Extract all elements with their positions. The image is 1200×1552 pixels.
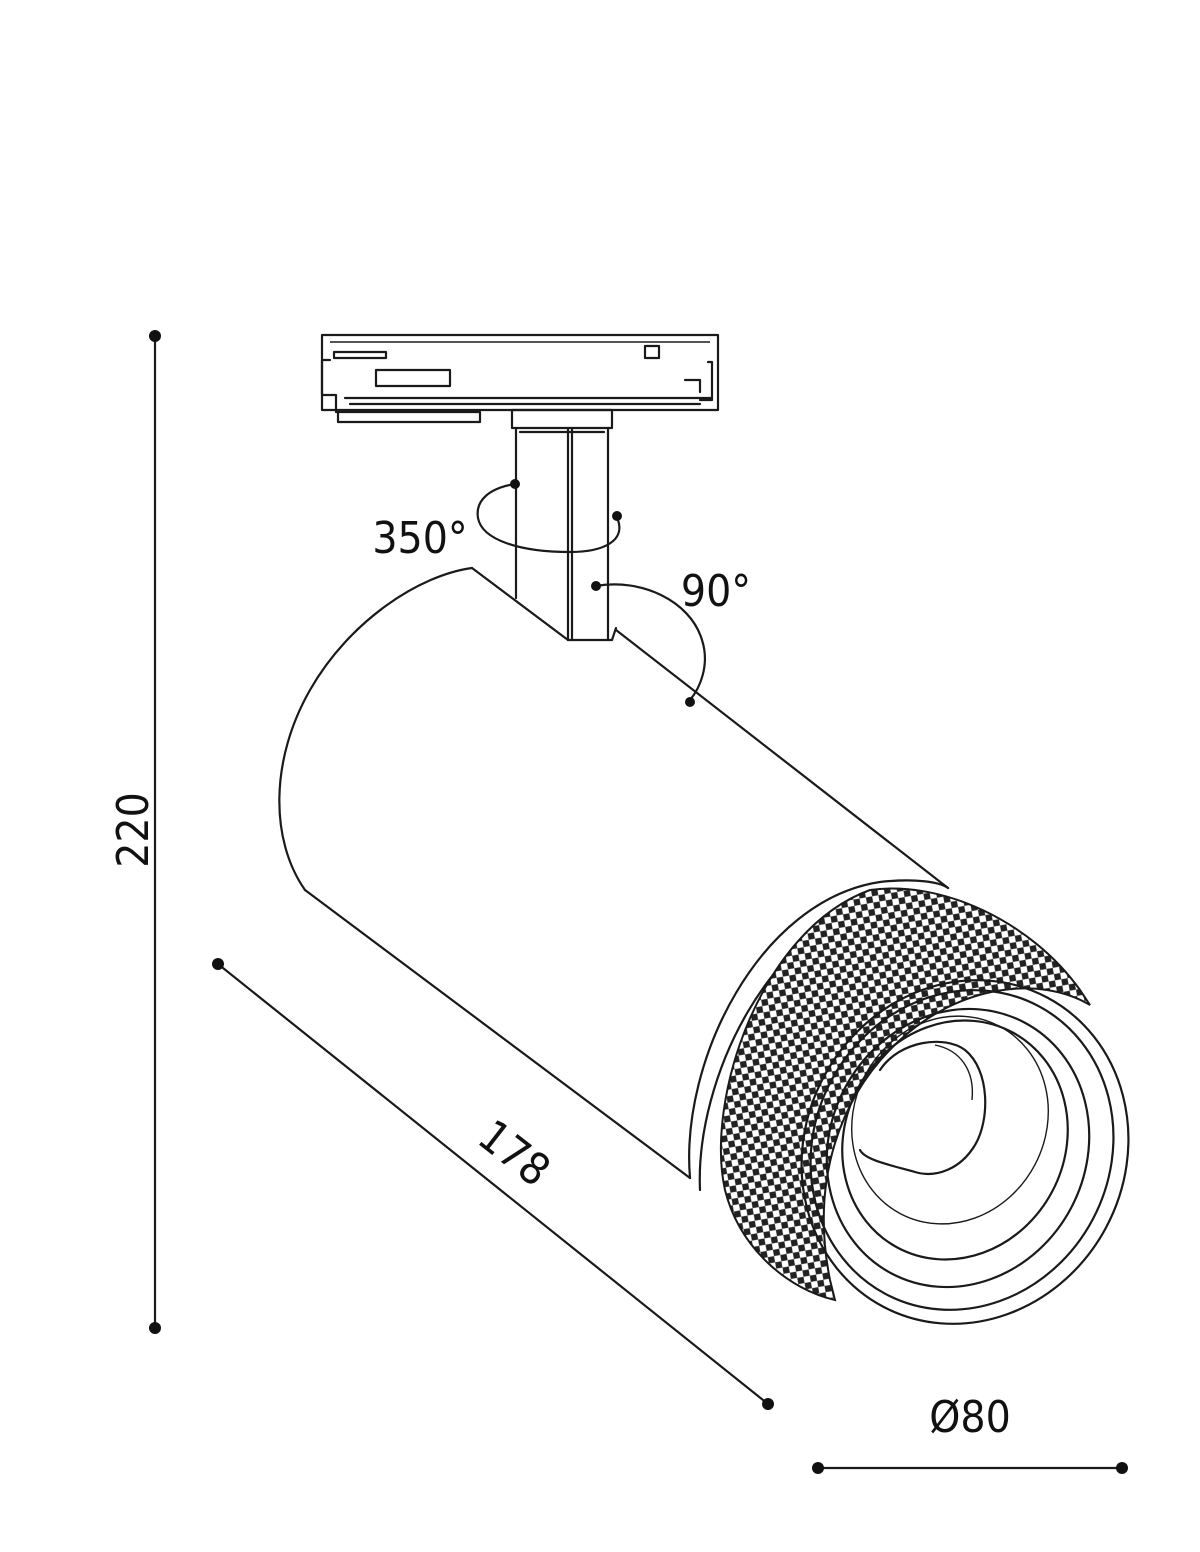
height-dimension — [149, 330, 161, 1334]
spotlight-body — [278, 566, 950, 1192]
rotation-90-label: 90° — [681, 566, 751, 617]
length-label: 178 — [468, 1110, 559, 1197]
lens-housing — [800, 979, 1130, 1325]
rotation-90-indicator — [591, 581, 706, 707]
diameter-dimension — [812, 1462, 1128, 1474]
diameter-label: Ø80 — [929, 1392, 1011, 1443]
knurled-ring — [719, 887, 1091, 1302]
swivel-stem — [514, 426, 618, 642]
height-label: 220 — [108, 792, 159, 868]
rotation-350-label: 350° — [372, 513, 467, 564]
length-dimension — [212, 958, 774, 1410]
rotation-350-indicator — [476, 479, 622, 554]
track-adapter — [320, 333, 720, 430]
